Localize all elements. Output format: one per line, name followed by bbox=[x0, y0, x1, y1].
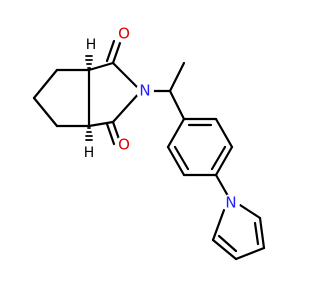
atom-o-bottom: O bbox=[115, 136, 133, 154]
aromatic-bond bbox=[210, 145, 227, 171]
bond bbox=[238, 203, 262, 220]
aromatic-bond bbox=[173, 145, 190, 171]
atom-o-top: O bbox=[115, 25, 133, 43]
bond bbox=[111, 89, 143, 124]
atom-n-imide: N bbox=[136, 82, 154, 100]
imide-ring bbox=[87, 39, 143, 146]
atom-n-pyrrole: N bbox=[222, 194, 240, 212]
oxygen-label: O bbox=[118, 136, 130, 154]
cyclohexane-ring bbox=[32, 68, 91, 128]
bond bbox=[214, 117, 234, 149]
nitrogen-label: N bbox=[139, 82, 150, 100]
hydrogen-label: H bbox=[84, 145, 95, 161]
bond bbox=[32, 68, 59, 100]
carbonyl-bond bbox=[105, 39, 116, 63]
bond bbox=[111, 61, 143, 93]
atom-h-top: H bbox=[86, 37, 97, 53]
hydrogen-label: H bbox=[86, 37, 97, 53]
stereo-hash-top bbox=[85, 55, 93, 69]
bond bbox=[87, 120, 115, 128]
bond bbox=[211, 238, 238, 261]
bond bbox=[166, 145, 186, 177]
ethyl-linker bbox=[148, 61, 186, 121]
atom-h-bottom: H bbox=[84, 145, 95, 161]
bond bbox=[87, 61, 115, 72]
structure-diagram: O O N N H H bbox=[32, 25, 266, 261]
stereo-hash-bottom bbox=[85, 127, 93, 141]
methyl-bond bbox=[168, 61, 186, 93]
bond bbox=[166, 117, 186, 149]
carbonyl-bond bbox=[111, 41, 122, 65]
nitrogen-label: N bbox=[225, 194, 236, 212]
pyrrole-ring bbox=[211, 203, 266, 261]
aromatic-bond bbox=[253, 221, 260, 246]
oxygen-label: O bbox=[118, 25, 130, 43]
benzene-ring bbox=[166, 117, 234, 177]
bond bbox=[211, 208, 226, 242]
molecule-canvas: O O N N H H bbox=[32, 24, 266, 261]
bond bbox=[234, 246, 266, 261]
carbonyl-bond bbox=[105, 122, 116, 146]
bond bbox=[168, 89, 186, 121]
bond bbox=[258, 216, 266, 250]
aromatic-bond bbox=[217, 234, 238, 253]
bond bbox=[214, 145, 234, 177]
aryl-n-bond bbox=[214, 173, 230, 198]
bond bbox=[32, 96, 59, 128]
